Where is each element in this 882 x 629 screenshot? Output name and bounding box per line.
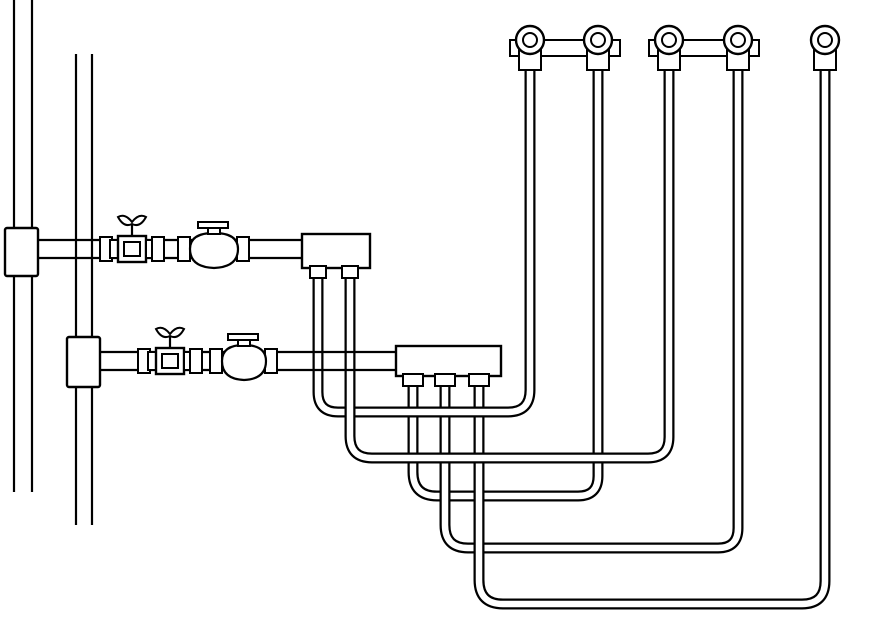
upper-ball-valve — [99, 214, 165, 264]
upper-branch-pipe — [36, 238, 302, 260]
lower-manifold-tube-3 — [473, 68, 831, 610]
lower-valve-handle-icon — [154, 326, 186, 339]
lower-riser-tee — [65, 335, 102, 389]
upper-manifold — [300, 232, 372, 279]
right-supply-riser — [74, 54, 94, 525]
outlet-fitting-4 — [722, 24, 754, 71]
upper-manifold-tube-1 — [312, 68, 536, 418]
lower-manifold-tube-1 — [407, 68, 604, 502]
upper-manifold-tube-2 — [344, 68, 675, 464]
outlet-fitting-5 — [809, 24, 841, 71]
upper-check-valve — [177, 221, 250, 270]
lower-check-valve — [209, 333, 278, 382]
lower-manifold — [394, 344, 503, 387]
lower-ball-valve — [137, 326, 203, 376]
outlet-fitting-2 — [582, 24, 614, 71]
upper-valve-handle-icon — [116, 214, 148, 227]
upper-riser-tee — [3, 226, 40, 278]
outlet-fitting-3 — [653, 24, 685, 71]
outlet-fitting-1 — [514, 24, 546, 71]
lower-manifold-tube-2 — [439, 68, 744, 554]
